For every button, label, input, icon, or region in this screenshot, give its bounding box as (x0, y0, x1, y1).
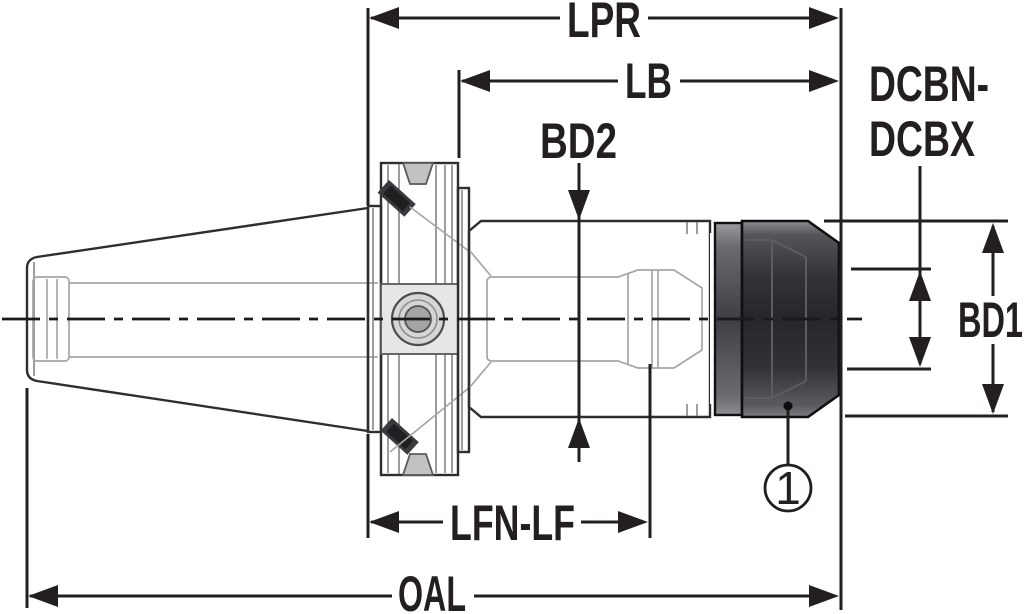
label-lb: LB (625, 53, 672, 109)
undercut-gap (710, 233, 715, 404)
body-cylinder (467, 219, 715, 419)
dim-bd2: BD2 (540, 113, 617, 462)
dim-lpr: LPR (366, 0, 839, 205)
v-groove-top (401, 162, 435, 185)
dimensions: LPR LB BD2 DCBN- DCBX (25, 0, 1023, 614)
callout-target-dot (783, 401, 793, 411)
label-dcbn: DCBN- (869, 56, 989, 112)
v-groove-bottom (401, 453, 435, 476)
callout-circle (763, 463, 813, 513)
label-dcbx: DCBX (869, 111, 975, 167)
flange-notch-band-top (377, 180, 416, 217)
callout-number: 1 (775, 462, 801, 514)
flange-notch-band-bottom (380, 418, 419, 455)
callout-1: 1 (763, 410, 813, 514)
label-lpr: LPR (567, 0, 641, 48)
label-oal: OAL (398, 566, 466, 614)
flange-streak-bottom (389, 386, 471, 453)
label-bd1: BD1 (958, 292, 1023, 348)
taper-shank-outline (25, 206, 370, 433)
body-outline (467, 219, 712, 419)
flange-streak-top (409, 206, 471, 253)
dim-lb: LB (457, 53, 839, 158)
dim-lfn-lf: LFN-LF (366, 364, 652, 551)
dim-bd1: BD1 (824, 219, 1023, 418)
dim-dcbn-dcbx: DCBN- DCBX (847, 56, 989, 371)
label-bd2: BD2 (540, 113, 617, 169)
dim-oal: OAL (25, 388, 839, 614)
label-lfn-lf: LFN-LF (450, 495, 575, 551)
